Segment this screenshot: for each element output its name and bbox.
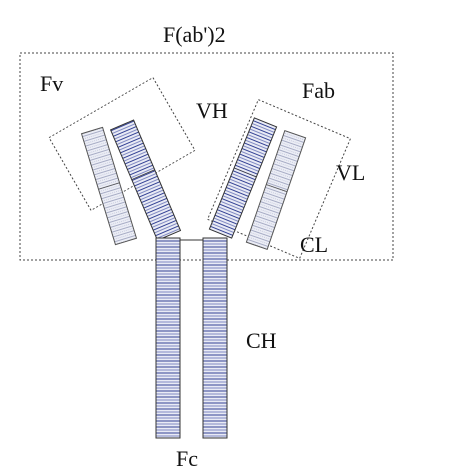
- label-vl: VL: [336, 160, 365, 185]
- label-vh: VH: [196, 98, 228, 123]
- label-fab: Fab: [302, 78, 335, 103]
- left-heavy-arm: [109, 119, 182, 241]
- right-fc-stem: [202, 237, 228, 439]
- label-fc: Fc: [176, 446, 198, 471]
- right-heavy-arm: [208, 117, 278, 239]
- label-fv: Fv: [40, 71, 63, 96]
- label-fab2: F(ab')2: [163, 22, 226, 47]
- label-ch: CH: [246, 328, 277, 353]
- left-light-chain: [80, 126, 138, 246]
- fab2-box: [19, 52, 394, 261]
- right-light-chain: [245, 129, 307, 251]
- label-cl: CL: [300, 232, 328, 257]
- left-fc-stem: [155, 237, 181, 439]
